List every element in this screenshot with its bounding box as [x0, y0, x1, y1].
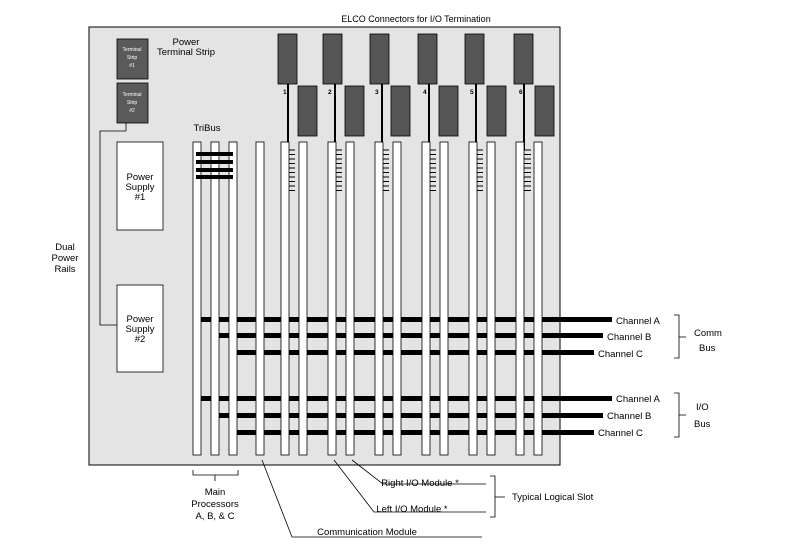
main-processors-callout: Main Processors A, B, & C — [191, 470, 239, 522]
elco-connector-upper — [277, 33, 298, 85]
comm-channel-a: Channel A — [616, 316, 661, 327]
slot-number: 1 — [283, 89, 287, 96]
bus-bar — [214, 333, 603, 338]
module-slot — [374, 141, 384, 456]
power-terminal-strip-line1: Power — [173, 37, 200, 48]
bus-bar — [196, 317, 612, 322]
terminal-strip-2-line1: Terminal — [123, 92, 142, 98]
elco-connector-upper — [417, 33, 438, 85]
module-slot — [298, 141, 308, 456]
comm-channel-c: Channel C — [598, 349, 643, 360]
slot-number: 3 — [375, 89, 379, 96]
module-slot — [327, 141, 337, 456]
bus-bars — [196, 317, 612, 435]
power-supply-1-line1: Power — [127, 172, 154, 183]
elco-connector-lower — [344, 85, 365, 137]
comm-bus-bracket — [674, 314, 680, 359]
module-slot — [280, 141, 290, 456]
elco-connector-lower — [438, 85, 459, 137]
module-leader-lines — [261, 459, 505, 538]
comm-channel-b: Channel B — [607, 332, 651, 343]
slot-number: 4 — [423, 89, 427, 96]
typical-logical-slot-label: Typical Logical Slot — [512, 492, 594, 503]
power-supply-1-line2: Supply — [125, 182, 154, 193]
elco-title: ELCO Connectors for I/O Termination — [341, 14, 490, 24]
module-slot — [421, 141, 431, 456]
comm-bus-line2: Bus — [699, 343, 716, 354]
bus-bar — [233, 350, 594, 355]
tribus-label: TriBus — [193, 123, 220, 134]
terminal-strip-1-line2: Strip — [127, 55, 138, 61]
module-slot — [192, 141, 202, 456]
main-processors-line1: Main — [205, 487, 226, 498]
tribus-bars — [196, 152, 233, 179]
elco-connector-upper — [464, 33, 485, 85]
module-slot — [486, 141, 496, 456]
elco-connector-upper — [369, 33, 390, 85]
elco-connector-lower — [534, 85, 555, 137]
bus-bar — [196, 396, 612, 401]
bus-bar — [233, 430, 594, 435]
terminal-strip-2: Terminal Strip #2 — [116, 82, 149, 124]
terminal-strip-1-line1: Terminal — [123, 47, 142, 53]
power-supply-1-line3: #1 — [135, 192, 146, 203]
module-slot — [210, 141, 220, 456]
module-slot — [439, 141, 449, 456]
communication-module-label: Communication Module — [317, 527, 417, 538]
elco-connector-upper — [513, 33, 534, 85]
terminal-strip-2-line3: #2 — [129, 108, 135, 114]
right-io-module-label: Right I/O Module * — [381, 478, 459, 489]
power-supply-2-line2: Supply — [125, 324, 154, 335]
power-supply-1: Power Supply #1 — [116, 141, 164, 231]
module-slot — [255, 141, 265, 456]
module-slots — [192, 141, 543, 456]
elco-connector-lower — [486, 85, 507, 137]
io-bus-labels: Channel A Channel B Channel C I/O Bus — [598, 392, 711, 439]
io-channel-c: Channel C — [598, 428, 643, 439]
module-slot — [533, 141, 543, 456]
io-channel-a: Channel A — [616, 394, 661, 405]
module-slot — [345, 141, 355, 456]
left-io-module-label: Left I/O Module * — [376, 504, 448, 515]
slot-number: 2 — [328, 89, 332, 96]
module-slot — [392, 141, 402, 456]
terminal-strip-2-line2: Strip — [127, 100, 138, 106]
module-slot — [468, 141, 478, 456]
module-slot — [515, 141, 525, 456]
io-bus-bracket — [674, 392, 680, 438]
main-processors-line3: A, B, & C — [195, 511, 234, 522]
comm-bus-labels: Channel A Channel B Channel C Comm Bus — [598, 314, 722, 360]
elco-connector-lower — [390, 85, 411, 137]
power-terminal-strip-line2: Terminal Strip — [157, 47, 215, 58]
power-rail-wires — [99, 123, 127, 326]
main-processors-line2: Processors — [191, 499, 239, 510]
chassis-panel — [88, 26, 561, 466]
elco-connector-lower — [297, 85, 318, 137]
dual-power-rails-line3: Rails — [54, 264, 75, 275]
power-supply-2: Power Supply #2 — [116, 284, 164, 373]
elco-connector-upper — [322, 33, 343, 85]
dual-power-rails-line1: Dual — [55, 242, 75, 253]
power-supply-2-line1: Power — [127, 314, 154, 325]
terminal-strip-1: Terminal Strip #1 — [116, 38, 149, 80]
slot-number: 6 — [519, 89, 523, 96]
dual-power-rails-line2: Power — [52, 253, 79, 264]
terminal-strip-1-line3: #1 — [129, 63, 135, 69]
comm-bus-line1: Comm — [694, 328, 722, 339]
io-bus-line2: Bus — [694, 419, 711, 430]
bus-bar — [214, 413, 603, 418]
io-channel-b: Channel B — [607, 411, 651, 422]
slot-number: 5 — [470, 89, 474, 96]
io-bus-line1: I/O — [696, 402, 709, 413]
power-supply-2-line3: #2 — [135, 334, 146, 345]
module-slot — [228, 141, 238, 456]
